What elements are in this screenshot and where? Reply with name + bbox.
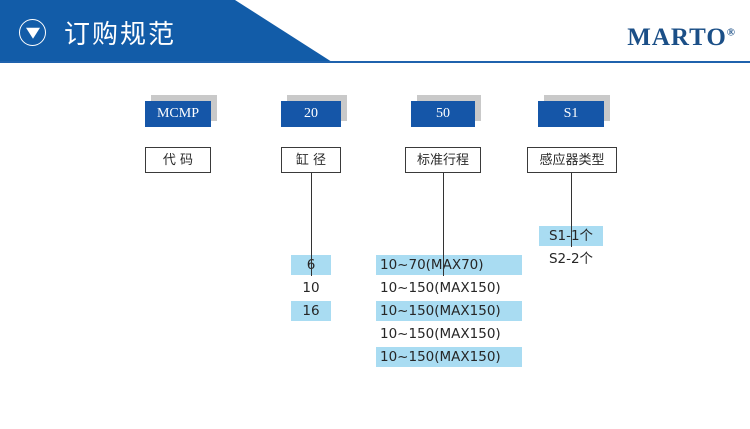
code-box-code: MCMP — [145, 101, 211, 127]
label-box-bore: 缸 径 — [281, 147, 341, 173]
option-list-stroke: 10~70(MAX70) 10~150(MAX150) 10~150(MAX150)… — [376, 255, 522, 370]
label-box-sensor: 感应器类型 — [527, 147, 617, 173]
option-item[interactable]: 10~150(MAX150) — [380, 326, 501, 342]
header-underline — [0, 61, 750, 63]
option-item[interactable]: 10 — [302, 280, 320, 296]
code-box-bore: 20 — [281, 101, 341, 127]
connector-line-stroke — [443, 173, 444, 276]
brand-logo: MARTO® — [627, 24, 736, 52]
label-box-code: 代 码 — [145, 147, 211, 173]
registered-trademark-icon: ® — [726, 26, 736, 39]
connector-line-sensor — [571, 173, 572, 247]
page-header: 订购规范 MARTO® — [0, 0, 750, 63]
option-item[interactable]: 16 — [291, 301, 331, 321]
option-item[interactable]: 10~150(MAX150) — [380, 280, 501, 296]
option-item[interactable]: 10~150(MAX150) — [376, 347, 522, 367]
brand-name: MARTO — [627, 24, 727, 51]
option-item[interactable]: 10~70(MAX70) — [376, 255, 522, 275]
code-box-sensor: S1 — [538, 101, 604, 127]
code-box-stroke: 50 — [411, 101, 475, 127]
triangle-down-glyph — [25, 27, 40, 39]
connector-line-bore — [311, 173, 312, 276]
label-box-stroke: 标准行程 — [405, 147, 481, 173]
option-item[interactable]: 10~150(MAX150) — [376, 301, 522, 321]
page-title: 订购规范 — [64, 20, 177, 50]
option-item[interactable]: S2-2个 — [548, 251, 594, 267]
triangle-down-icon — [19, 19, 46, 46]
